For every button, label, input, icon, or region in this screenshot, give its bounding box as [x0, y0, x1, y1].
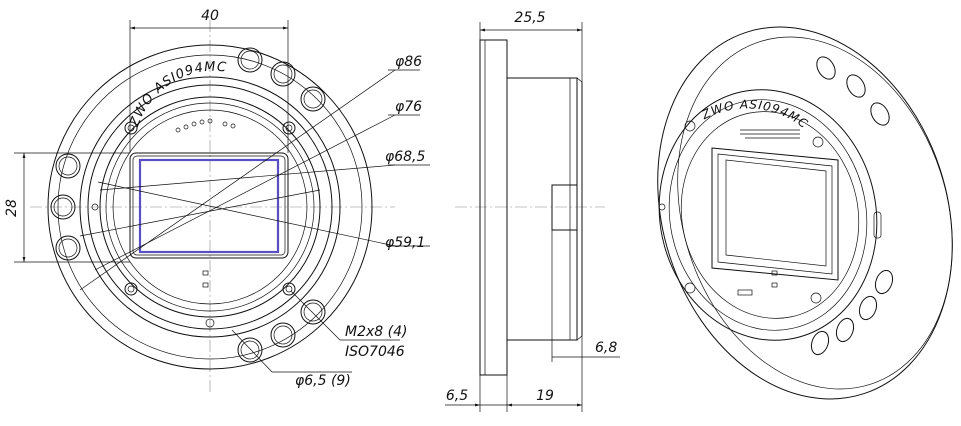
- screw-note: M2x8 (4): [345, 324, 407, 340]
- contact-pins: [175, 118, 236, 133]
- dia-ring-label: φ76: [395, 99, 422, 115]
- side-view: 25,5 6,5 19 6,8: [445, 10, 620, 412]
- dim-total-depth: 25,5: [514, 10, 545, 26]
- mount-screws: [91, 121, 296, 328]
- iso-engraving: ZWO ASI094MC: [699, 97, 812, 131]
- front-engraving: ZWO ASI094MC: [127, 60, 228, 130]
- flange-holes: [50, 47, 326, 363]
- image-sensor: [138, 158, 280, 254]
- hole-note: φ6,5 (9): [295, 373, 351, 389]
- dim-width-label: 40: [201, 8, 219, 24]
- ring-circle: [79, 76, 341, 338]
- dim-height-label: 28: [4, 199, 20, 217]
- screw-standard: ISO7046: [345, 344, 405, 360]
- dim-step: 6,8: [595, 340, 617, 356]
- side-flange: [479, 39, 508, 376]
- side-body: [506, 77, 578, 341]
- dia-inner-label: φ59,1: [385, 235, 425, 251]
- outer-flange-circle: [47, 44, 373, 370]
- iso-flange-holes: [810, 56, 894, 356]
- iso-view: ZWO ASI094MC: [657, 26, 953, 400]
- dim-flange: 6,5: [446, 388, 468, 404]
- dia-mount-label: φ68,5: [385, 149, 426, 165]
- dia-outer-label: φ86: [395, 54, 422, 70]
- mount-circle: [99, 96, 321, 318]
- front-view: ZWO ASI094MC 40 28 φ86 φ76 φ68,5: [4, 8, 430, 395]
- dim-body: 19: [536, 388, 554, 404]
- side-rear-step: [551, 184, 578, 231]
- iso-contacts: [740, 129, 800, 139]
